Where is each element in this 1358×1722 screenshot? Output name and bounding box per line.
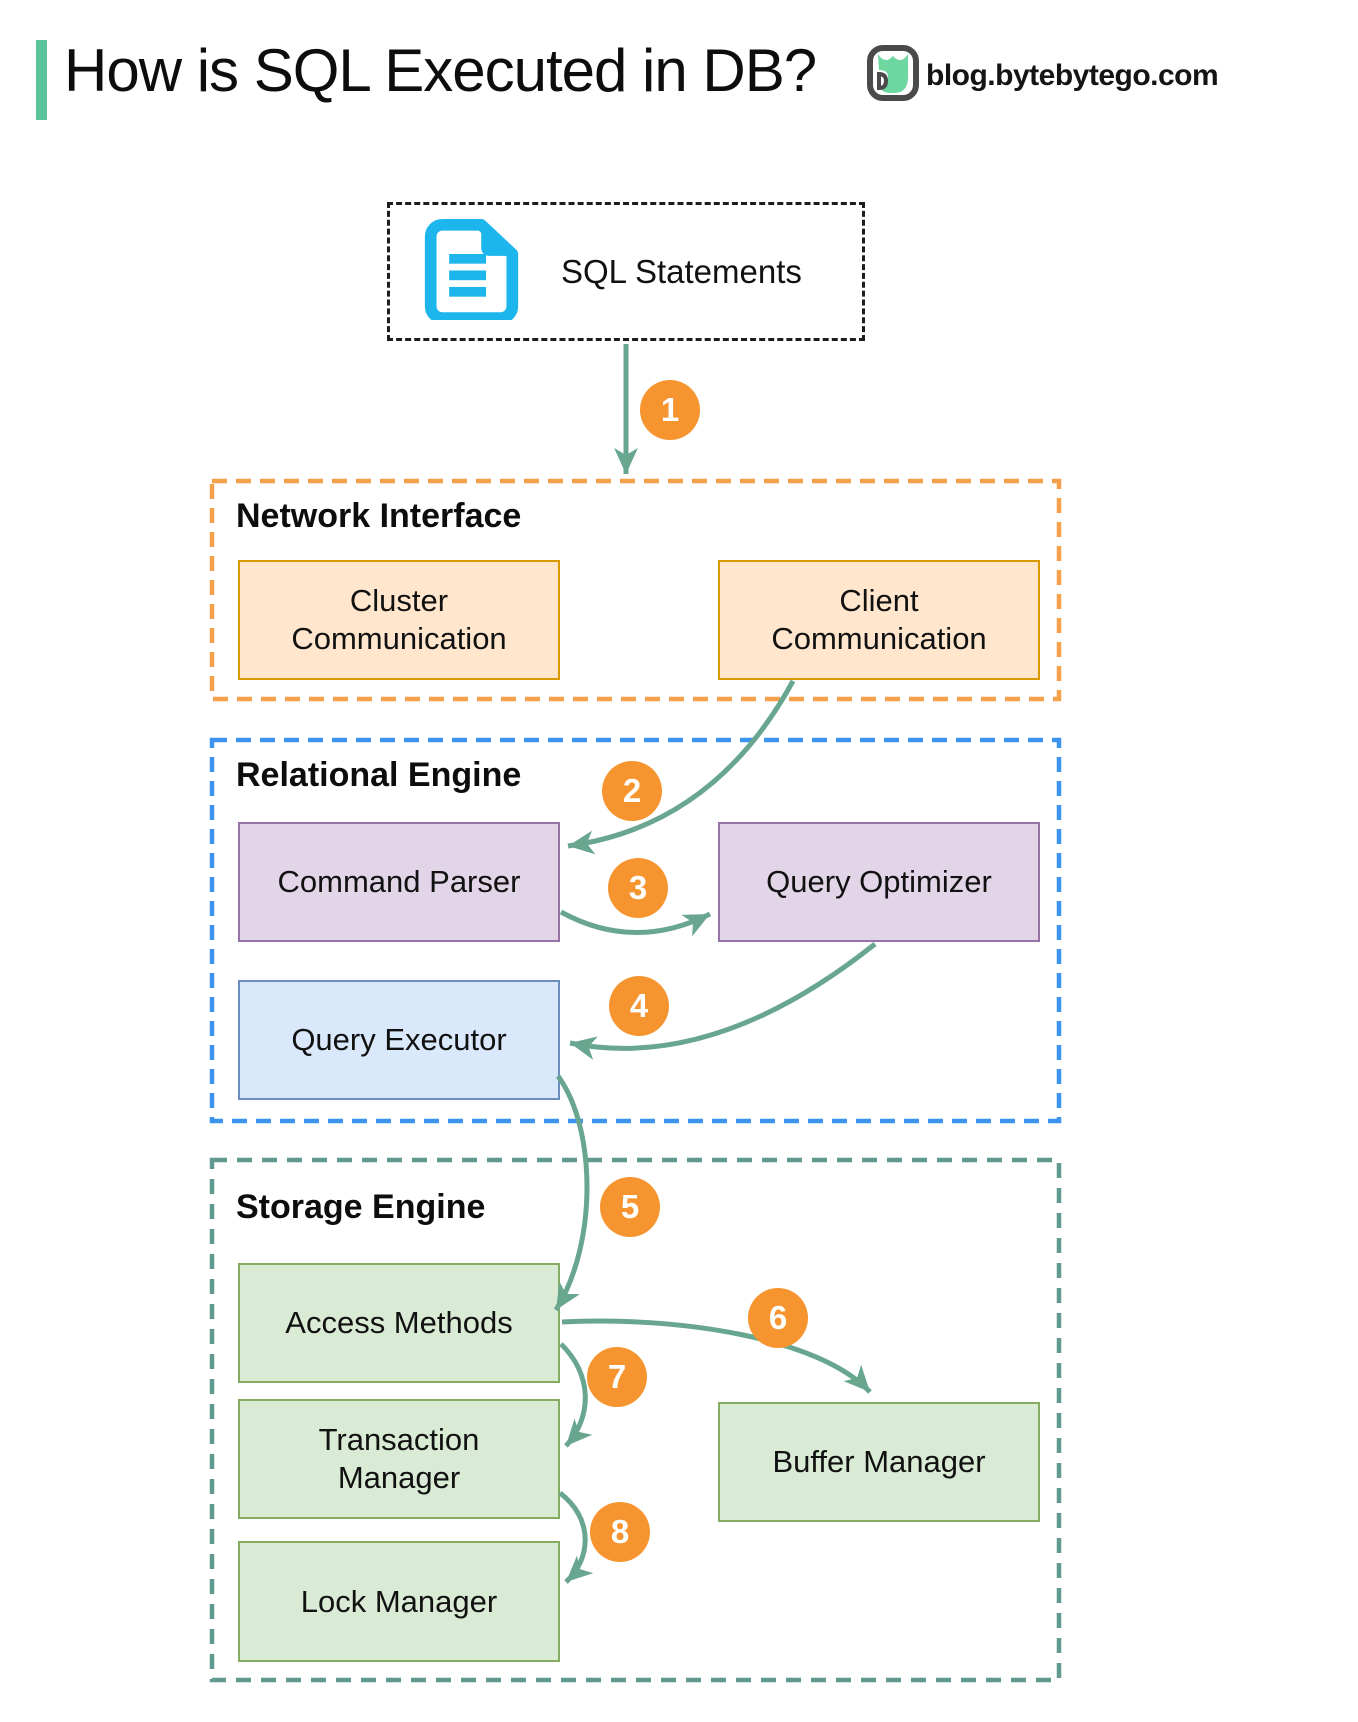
node-command-parser: Command Parser	[238, 822, 560, 942]
arrow-8	[558, 1491, 594, 1584]
step-badge-8: 8	[590, 1502, 650, 1562]
container-label-relational-engine: Relational Engine	[236, 756, 522, 794]
sql-statements-box: SQL Statements	[387, 202, 865, 341]
bytebytego-logo-icon	[866, 44, 920, 107]
node-client-communication: Client Communication	[718, 560, 1040, 680]
arrow-7	[559, 1342, 593, 1448]
sql-statements-label: SQL Statements	[561, 252, 802, 290]
step-badge-2: 2	[602, 761, 662, 821]
step-badge-6: 6	[748, 1288, 808, 1348]
node-cluster-communication: Cluster Communication	[238, 560, 560, 680]
node-query-optimizer: Query Optimizer	[718, 822, 1040, 942]
step-badge-7: 7	[587, 1347, 647, 1407]
node-access-methods: Access Methods	[238, 1263, 560, 1383]
node-query-executor: Query Executor	[238, 980, 560, 1100]
brand-text: blog.bytebytego.com	[926, 58, 1219, 92]
container-label-network-interface: Network Interface	[236, 497, 522, 535]
step-badge-4: 4	[609, 976, 669, 1036]
arrow-5	[553, 1074, 590, 1312]
step-badge-5: 5	[600, 1177, 660, 1237]
container-label-storage-engine: Storage Engine	[236, 1188, 486, 1226]
step-badge-3: 3	[608, 858, 668, 918]
step-badge-1: 1	[640, 380, 700, 440]
node-transaction-manager: Transaction Manager	[238, 1399, 560, 1519]
title-accent-bar	[36, 40, 47, 120]
node-buffer-manager: Buffer Manager	[718, 1402, 1040, 1522]
document-icon	[424, 218, 519, 325]
brand: blog.bytebytego.com	[866, 44, 1219, 107]
page-title: How is SQL Executed in DB?	[64, 37, 817, 104]
node-lock-manager: Lock Manager	[238, 1541, 560, 1662]
